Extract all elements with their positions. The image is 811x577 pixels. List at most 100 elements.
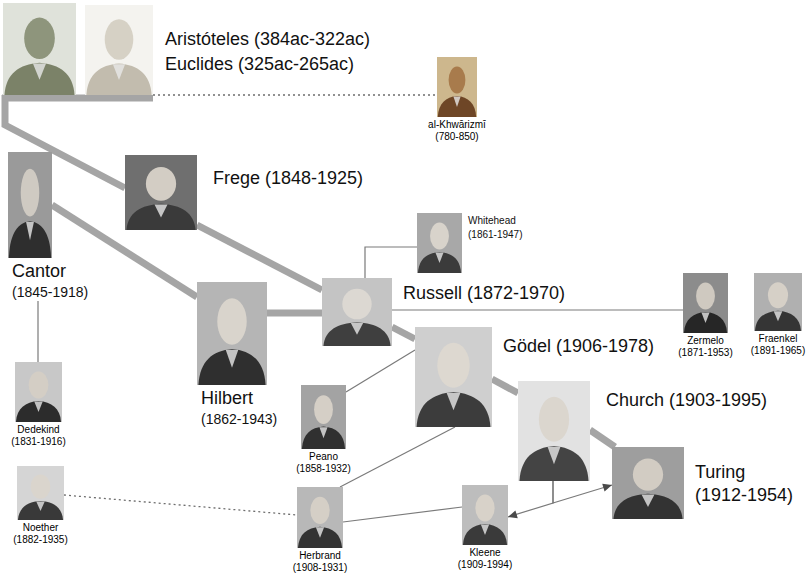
person-node: Zermelo(1871-1953) <box>683 273 728 359</box>
person-node: Peano(1858-1932) <box>301 385 346 475</box>
portrait-figure <box>463 495 507 546</box>
portrait-frame <box>197 282 267 387</box>
portrait-figure <box>417 343 491 427</box>
portrait-ground <box>754 273 802 331</box>
person-node: Whitehead(1861-1947) <box>417 213 462 273</box>
lineage-connector <box>197 225 322 290</box>
portrait-figure <box>198 298 265 385</box>
person-node: Hilbert(1862-1943) <box>197 282 267 428</box>
person-node: Cantor(1845-1918) <box>8 152 52 301</box>
portrait-figure <box>519 397 588 481</box>
portrait-ground <box>15 362 62 422</box>
arrowhead <box>602 484 612 492</box>
portrait <box>612 447 684 519</box>
person-node: Fraenkel(1891-1965) <box>754 273 802 357</box>
person-node: Gödel (1906-1978) <box>415 327 492 427</box>
portrait <box>197 282 267 385</box>
lineage-connector <box>64 495 297 515</box>
portrait-ground <box>297 487 343 548</box>
portrait <box>8 152 52 258</box>
lineage-connector <box>492 379 518 393</box>
person-node: Noether(1882-1935) <box>17 466 64 546</box>
connector-line <box>267 310 322 317</box>
person-name: Frege (1848-1925) <box>213 167 363 189</box>
portrait <box>437 57 477 117</box>
person-name: Aristóteles (384ac-322ac) <box>165 28 370 50</box>
person-name: (1882-1935) <box>13 534 67 546</box>
person-name: Euclides (325ac-265ac) <box>165 53 354 75</box>
person-name: Kleene <box>469 547 500 559</box>
portrait-ground <box>415 327 492 427</box>
connector-line <box>37 301 38 362</box>
person-node: Russell (1872-1970) <box>322 278 392 346</box>
lineage-connector <box>553 481 612 503</box>
portrait-figure <box>323 289 390 346</box>
person-name: (1891-1965) <box>751 345 805 357</box>
lineage-connector <box>153 95 437 96</box>
portrait-frame <box>297 487 343 550</box>
person-node: Aristóteles (384ac-322ac)Euclides (325ac… <box>3 3 153 95</box>
portrait-ground <box>322 278 392 346</box>
portrait <box>3 3 76 95</box>
person-node: Dedekind(1831-1916) <box>15 362 62 448</box>
portrait <box>15 362 62 422</box>
person-node: Frege (1848-1925) <box>125 155 197 230</box>
portrait-figure <box>4 18 74 95</box>
portrait-frame <box>301 385 346 451</box>
lineage-connector <box>392 327 415 339</box>
portrait-frame <box>15 362 62 424</box>
person-node: Kleene(1909-1994) <box>462 485 508 571</box>
portrait-ground <box>612 447 684 519</box>
portrait <box>754 273 802 331</box>
portrait <box>125 155 197 230</box>
person-name: (1912-1954) <box>695 484 793 506</box>
arrowhead <box>508 511 518 519</box>
person-name: Russell (1872-1970) <box>403 282 565 304</box>
lineage-bar <box>2 95 153 102</box>
portrait-frame <box>17 466 64 522</box>
person-name: (780-850) <box>435 131 478 143</box>
portrait-figure <box>613 458 682 519</box>
person-name: Noether <box>23 522 59 534</box>
portrait-ground <box>518 381 590 481</box>
connector-line <box>153 94 437 95</box>
connector-line <box>590 430 615 447</box>
portrait-figure <box>438 67 476 118</box>
lineage-connector <box>346 350 415 392</box>
person-name: Church (1903-1995) <box>606 389 767 411</box>
lineage-connector <box>590 430 615 447</box>
person-name: Dedekind <box>17 424 59 436</box>
lineage-connector <box>343 507 462 522</box>
portrait-ground <box>125 155 197 230</box>
portrait-frame <box>8 152 52 260</box>
person-name: (1861-1947) <box>468 229 522 241</box>
portrait-frame <box>462 485 508 547</box>
person-name: (1831-1916) <box>11 436 65 448</box>
portrait-ground <box>3 3 76 95</box>
connector-line <box>492 379 518 393</box>
lineage-connector <box>508 481 553 518</box>
portrait-ground <box>417 213 462 273</box>
portrait-ground <box>197 282 267 385</box>
portrait-figure <box>418 223 461 274</box>
portrait-figure <box>16 372 61 423</box>
portrait <box>518 381 590 481</box>
portrait <box>415 327 492 427</box>
person-node: Turing(1912-1954) <box>612 447 684 519</box>
lineage-connector <box>340 427 455 487</box>
portrait <box>462 485 508 545</box>
portrait-figure <box>126 167 195 230</box>
portrait <box>417 213 462 273</box>
person-node: al-Khwārizmī(780-850) <box>437 57 477 143</box>
portrait <box>322 278 392 346</box>
lineage-connector <box>365 247 417 278</box>
connector-line <box>346 350 415 392</box>
portrait-ground <box>301 385 346 449</box>
connector-line <box>392 309 683 310</box>
person-name: Gödel (1906-1978) <box>503 335 654 357</box>
person-node: Herbrand(1908-1931) <box>297 487 343 574</box>
person-name: Zermelo <box>687 335 724 347</box>
connector-line <box>392 327 415 339</box>
portrait-ground <box>683 273 728 333</box>
